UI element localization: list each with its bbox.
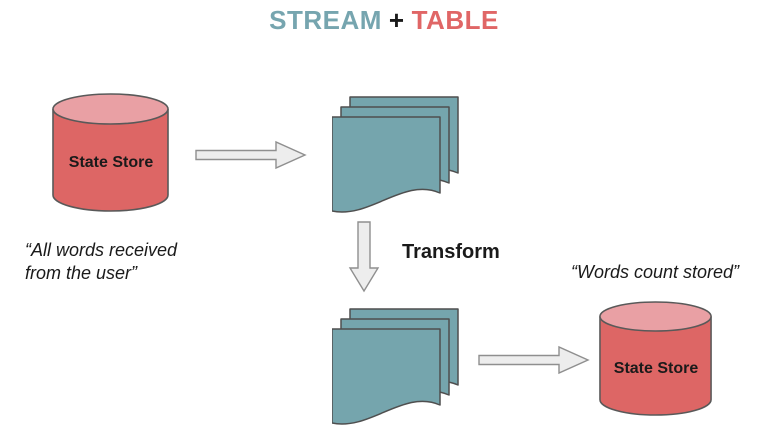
result-state-store-cylinder — [599, 301, 712, 416]
arrow-source-to-stream-icon — [195, 140, 307, 170]
result-store-label: State Store — [613, 360, 699, 377]
result-store-caption: “Words count stored” — [570, 262, 740, 282]
arrow-transform-down-icon — [348, 221, 380, 293]
down-arrow-shape — [348, 221, 380, 293]
cylinder-top — [599, 301, 712, 332]
source-store-caption: “All words received from the user” — [25, 240, 178, 283]
arrow-stream-to-result-icon — [478, 345, 590, 375]
document-front — [332, 328, 441, 425]
title-stream: STREAM — [269, 5, 382, 35]
cylinder-body — [599, 316, 712, 416]
right-arrow-shape — [195, 140, 307, 170]
cylinder-body — [52, 109, 169, 212]
diagram-title: STREAM+TABLE — [0, 4, 768, 36]
stream-documents-stack-top — [332, 96, 459, 213]
right-arrow-shape — [478, 345, 590, 375]
title-table: TABLE — [411, 5, 499, 35]
source-store-label: State Store — [68, 154, 154, 171]
stream-documents-stack-bottom — [332, 308, 459, 425]
title-plus: + — [388, 5, 405, 35]
transform-label: Transform — [402, 241, 500, 263]
document-front — [332, 116, 441, 213]
source-state-store-cylinder — [52, 93, 169, 212]
cylinder-top — [52, 93, 169, 125]
